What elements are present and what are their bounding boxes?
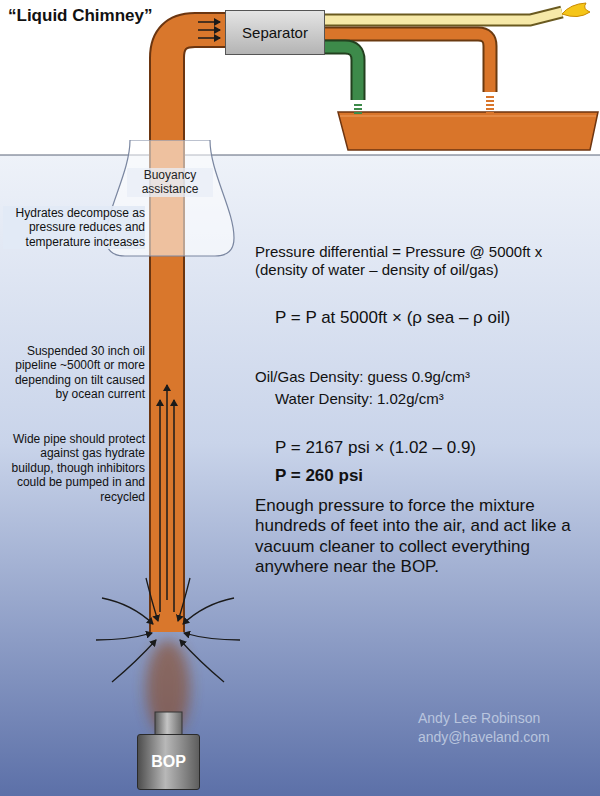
gas-pipe	[325, 12, 562, 20]
intake-arrow	[146, 578, 158, 621]
intake-arrows	[96, 578, 240, 682]
flow-arrow	[173, 400, 175, 612]
formula-text: Pressure differential = Pressure @ 5000f…	[255, 243, 590, 279]
sea	[0, 155, 600, 796]
formula-text: P = P at 5000ft × (ρ sea – ρ oil)	[275, 308, 593, 328]
flow-arrow	[159, 400, 161, 612]
intake-arrow	[96, 633, 152, 640]
water-pipe	[325, 47, 358, 100]
flare-flame	[562, 3, 590, 17]
riser-pipe	[167, 30, 228, 632]
node-text: Buoyancy assistance	[127, 168, 213, 197]
note-text: Hydrates decompose as pressure reduces a…	[3, 206, 145, 249]
flow-arrow	[198, 29, 220, 31]
water-stream	[354, 104, 362, 114]
watermark-text: Andy Lee Robinson	[418, 710, 596, 727]
gas-pipe	[325, 12, 562, 20]
intake-arrow	[180, 640, 224, 682]
flow-arrow	[198, 37, 220, 39]
result-text: P = 260 psi	[275, 466, 593, 486]
intake-arrow	[183, 598, 234, 624]
bop-neck	[155, 712, 182, 736]
title-text: “Liquid Chimney”	[8, 6, 153, 26]
node-text: BOP	[151, 752, 186, 771]
sky	[0, 0, 600, 156]
intake-arrow	[178, 578, 190, 621]
intake-arrow	[102, 598, 153, 624]
tank-surface	[340, 116, 596, 117]
watermark-text: andy@haveland.com	[418, 729, 596, 746]
oil-stream	[486, 96, 494, 114]
flow-arrow	[166, 385, 168, 600]
oil-plume	[146, 640, 190, 736]
intake-arrow	[184, 633, 240, 640]
conclusion-text: Enough pressure to force the mixture hun…	[255, 496, 593, 578]
water-pipe	[325, 47, 358, 100]
water-line	[0, 155, 600, 156]
separator-box: Separator	[225, 10, 325, 55]
note-text: Suspended 30 inch oil pipeline ~5000ft o…	[3, 344, 145, 402]
flow-arrow	[198, 21, 220, 23]
bop-block: BOP	[137, 734, 200, 790]
formula-text: P = 2167 psi × (1.02 – 0.9)	[275, 438, 593, 458]
intake-arrow	[112, 640, 156, 682]
collection-tank	[338, 112, 598, 150]
riser-pipe	[167, 30, 228, 632]
node-text: Separator	[242, 24, 308, 42]
note-text: Wide pipe should protect against gas hyd…	[3, 432, 145, 504]
value-text: Water Density: 1.02g/cm³	[275, 390, 593, 408]
value-text: Oil/Gas Density: guess 0.9g/cm³	[255, 368, 590, 386]
